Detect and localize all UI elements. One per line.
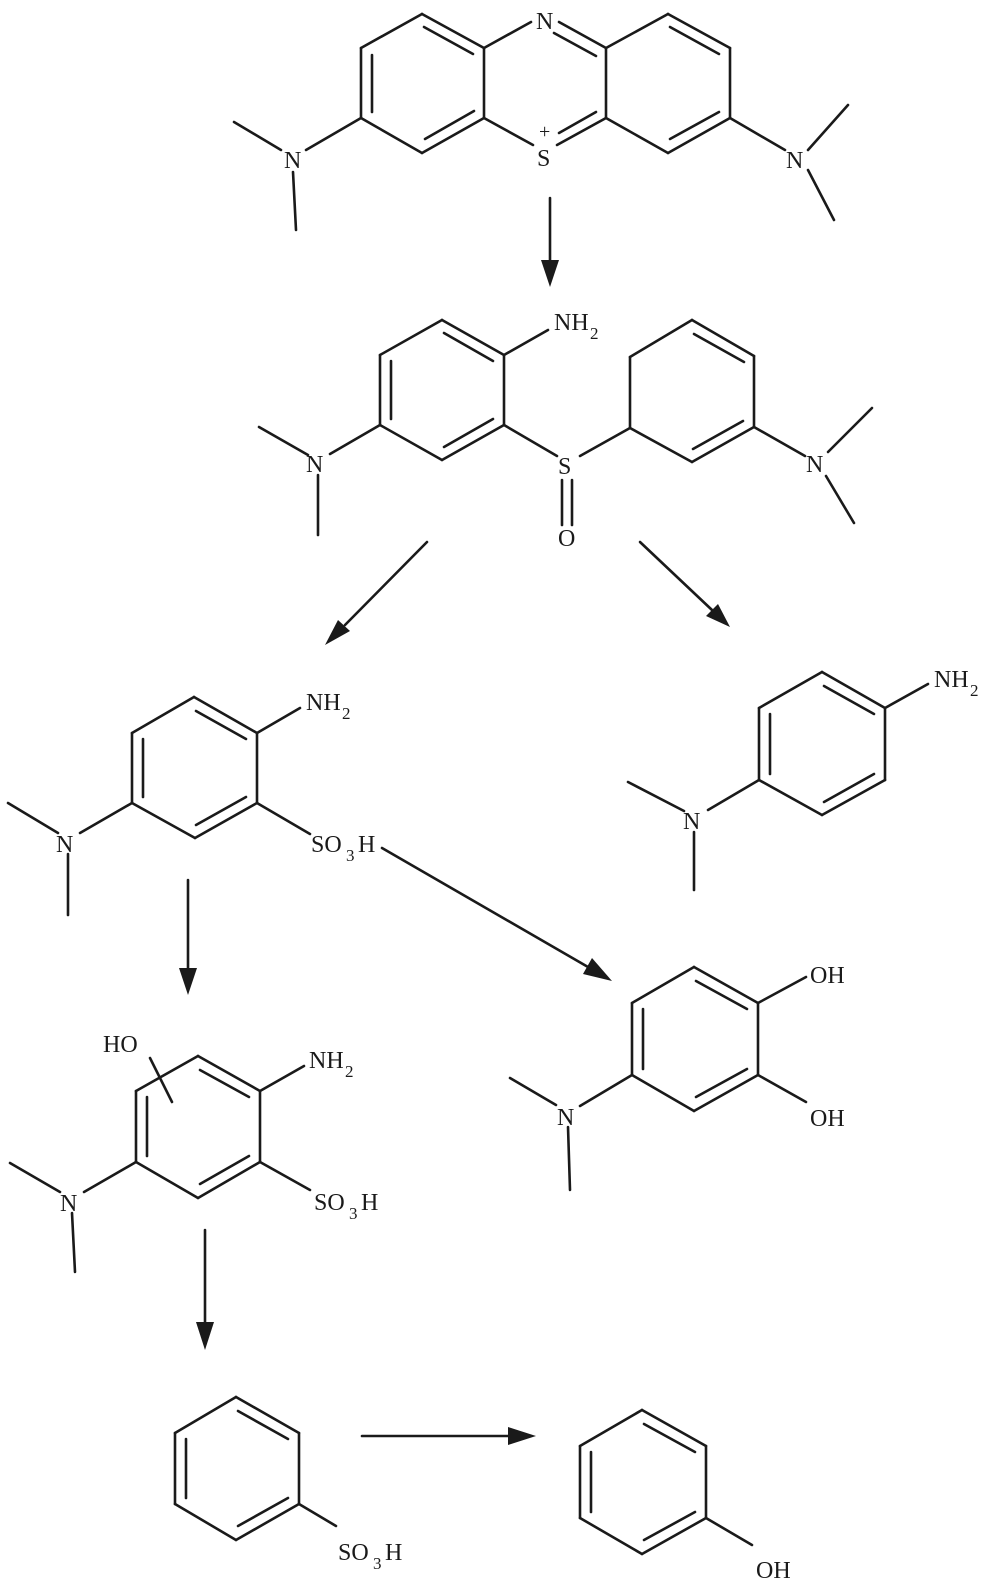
atom-label: OH xyxy=(810,963,845,989)
atom-label: SO xyxy=(314,1190,345,1216)
atom-label: N xyxy=(683,809,700,835)
atom-label: OH xyxy=(756,1558,791,1582)
atom-label: O xyxy=(558,526,575,552)
reaction-arrow xyxy=(541,196,559,287)
atom-label: N xyxy=(284,148,301,174)
atom-label: N xyxy=(306,452,323,478)
molecule-sulfoxide-intermediate: NH 2 N S O N xyxy=(257,310,874,552)
atom-label: S xyxy=(558,454,571,480)
atom-label: H xyxy=(385,1540,402,1566)
atom-label: S xyxy=(537,146,550,172)
molecule-amino-sulfonic-acid: NH 2 SO 3 H N xyxy=(6,690,375,917)
atom-label: SO xyxy=(311,832,342,858)
subscript-label: 3 xyxy=(346,846,355,865)
atom-label: HO xyxy=(103,1032,138,1058)
atom-label: NH xyxy=(309,1048,344,1074)
molecule-benzenesulfonic-acid: SO 3 H xyxy=(173,1395,402,1573)
molecule-dimethyl-phenylenediamine: NH 2 N xyxy=(626,667,979,892)
atom-label: NH xyxy=(554,310,589,336)
subscript-label: 2 xyxy=(970,681,979,700)
reaction-arrow xyxy=(179,878,197,995)
atom-label: N xyxy=(60,1191,77,1217)
reaction-arrow xyxy=(638,540,730,627)
atom-label: SO xyxy=(338,1540,369,1566)
reaction-arrow xyxy=(360,1427,536,1445)
atom-label: N xyxy=(56,832,73,858)
molecule-dimethylamino-catechol: OH OH N xyxy=(508,963,845,1192)
atom-label: H xyxy=(358,832,375,858)
molecule-phenol: OH xyxy=(578,1408,791,1582)
subscript-label: 2 xyxy=(342,704,351,723)
atom-label: H xyxy=(361,1190,378,1216)
atom-label: NH xyxy=(306,690,341,716)
subscript-label: 2 xyxy=(345,1062,354,1081)
subscript-label: 3 xyxy=(349,1204,358,1223)
reaction-arrow xyxy=(325,540,429,645)
molecule-methylene-blue: N S + N N xyxy=(232,9,850,232)
atom-label: OH xyxy=(810,1106,845,1132)
atom-label: N xyxy=(536,9,553,35)
reaction-arrow xyxy=(196,1228,214,1350)
subscript-label: 3 xyxy=(373,1554,382,1573)
charge-label: + xyxy=(539,121,550,143)
reaction-arrow xyxy=(380,846,612,981)
subscript-label: 2 xyxy=(590,324,599,343)
molecule-hydroxy-amino-sulfonic-acid: HO NH 2 SO 3 H N xyxy=(8,1032,378,1274)
atom-label: N xyxy=(557,1105,574,1131)
atom-label: N xyxy=(786,148,803,174)
atom-label: N xyxy=(806,452,823,478)
atom-label: NH xyxy=(934,667,969,693)
